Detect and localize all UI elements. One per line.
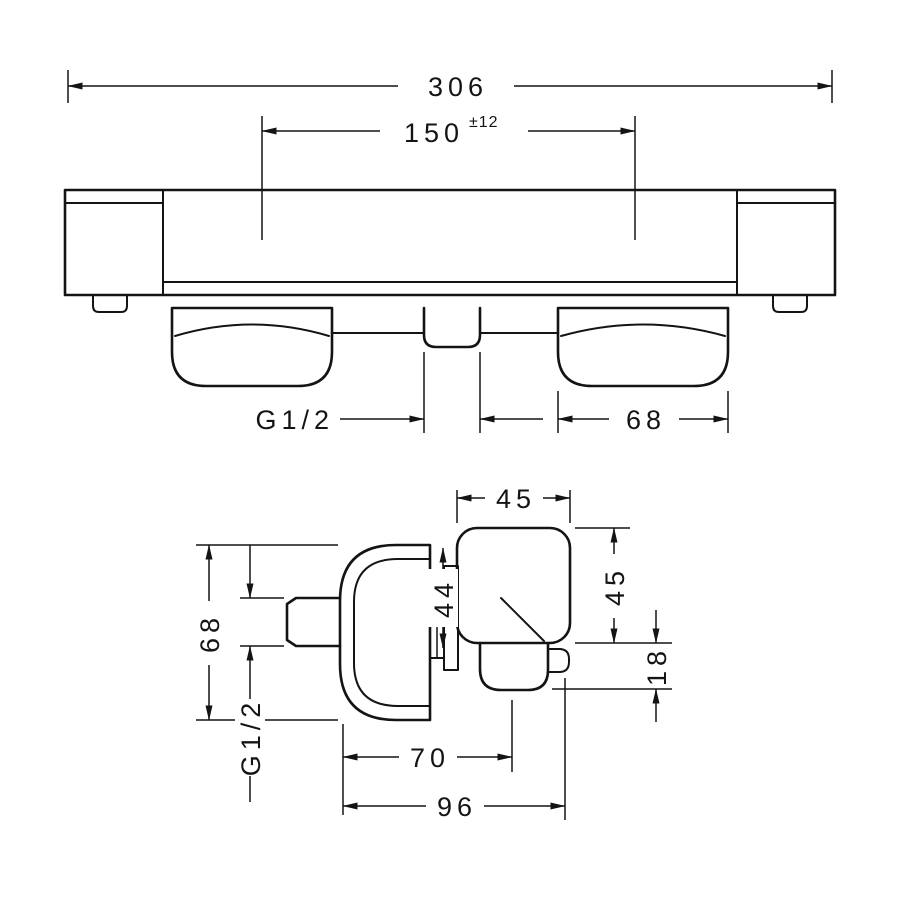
mount-foot-right bbox=[772, 294, 808, 313]
mixer-body-outline bbox=[63, 188, 837, 297]
dimension-escutcheon-width: 68 bbox=[557, 391, 729, 435]
label-background bbox=[642, 649, 670, 684]
dim-label-handle-height: 18 bbox=[642, 646, 672, 686]
dimension-body-height: 68 bbox=[194, 544, 338, 721]
label-background bbox=[398, 70, 514, 102]
lever-line bbox=[500, 597, 545, 642]
dim-label-inlet-thread: G1/2 bbox=[236, 698, 266, 777]
side-view: 45 45 44 18 68 bbox=[194, 482, 672, 822]
dimension-nut: 44 bbox=[428, 547, 459, 649]
label-background bbox=[426, 790, 484, 822]
dim-label-outlet-thread: G1/2 bbox=[255, 405, 334, 435]
dimension-outlet-thread: G1/2 bbox=[255, 352, 543, 435]
label-background bbox=[235, 699, 265, 776]
escutcheon-right bbox=[556, 306, 730, 388]
handle bbox=[478, 641, 550, 692]
dimension-head-width: 45 bbox=[456, 482, 571, 523]
label-background bbox=[609, 402, 679, 435]
dim-label-body-height: 68 bbox=[195, 613, 225, 653]
dim-label-escutcheon-width: 68 bbox=[626, 405, 666, 435]
mount-foot-left bbox=[92, 294, 128, 313]
label-background bbox=[399, 741, 457, 773]
label-background bbox=[194, 601, 224, 665]
dimension-connection-spacing: 150 ±12 bbox=[261, 112, 636, 240]
front-view: 306 150 ±12 G1/2 68 bbox=[63, 70, 837, 435]
dim-label-head-height: 45 bbox=[600, 566, 630, 606]
dim-label-overall-width: 306 bbox=[428, 72, 488, 102]
dim-label-nut: 44 bbox=[429, 578, 459, 618]
dimension-inlet-thread: G1/2 bbox=[235, 545, 284, 802]
dim-label-connection-spacing: 150 bbox=[404, 118, 464, 148]
dimension-head-height: 45 bbox=[575, 527, 672, 644]
label-background bbox=[599, 554, 629, 618]
handle-tab bbox=[547, 648, 570, 673]
dim-label-depth-70: 70 bbox=[410, 743, 450, 773]
label-background bbox=[428, 569, 458, 627]
escutcheon-right-curve bbox=[560, 323, 726, 337]
dimension-depth-96: 96 bbox=[342, 678, 566, 822]
dimension-depth-70: 70 bbox=[342, 700, 513, 815]
center-outlet bbox=[422, 306, 482, 349]
dim-label-connection-tolerance: ±12 bbox=[469, 114, 499, 131]
head-square bbox=[455, 526, 572, 645]
inlet-nipple bbox=[285, 596, 342, 648]
escutcheon-left-curve bbox=[174, 323, 330, 337]
dim-label-head-width: 45 bbox=[496, 484, 536, 514]
body-side-profile bbox=[338, 543, 432, 722]
escutcheon-left bbox=[170, 306, 334, 388]
dim-label-depth-96: 96 bbox=[437, 792, 477, 822]
label-background bbox=[380, 112, 528, 149]
dimension-overall-width: 306 bbox=[67, 70, 833, 103]
dimension-handle-height: 18 bbox=[552, 610, 672, 722]
label-background bbox=[485, 482, 543, 514]
body-side-inner-contour bbox=[353, 558, 431, 707]
